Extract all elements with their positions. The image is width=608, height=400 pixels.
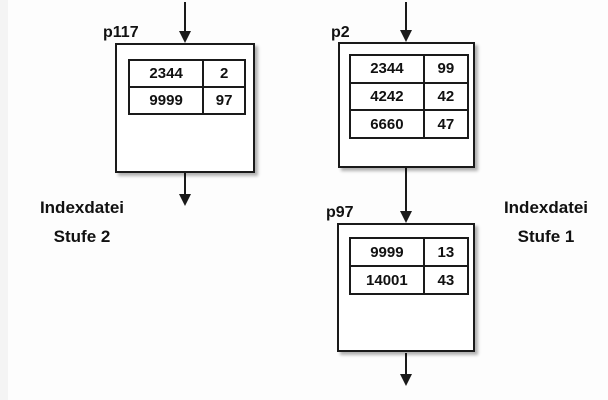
node-table-p117: 2344 2 9999 97 <box>127 59 246 115</box>
arrow-out-of-p97 <box>400 353 412 386</box>
level-label-line2: Stufe 2 <box>53 227 111 246</box>
arrow-line <box>184 2 186 33</box>
node-box-p97: 9999 13 14001 43 <box>337 223 475 352</box>
table-row: 2344 99 <box>349 54 470 84</box>
node-label-p97: p97 <box>326 204 354 221</box>
arrow-p2-to-p97 <box>400 168 412 223</box>
pointer-cell: 47 <box>422 109 470 139</box>
level-label-stufe-2: Indexdatei Stufe 2 <box>2 193 162 251</box>
key-cell: 4242 <box>349 81 425 112</box>
arrow-line <box>405 2 407 32</box>
pointer-cell: 2 <box>202 59 246 88</box>
table-row: 6660 47 <box>349 109 470 139</box>
table-row: 4242 42 <box>349 81 470 112</box>
key-cell: 2344 <box>127 59 205 88</box>
arrow-head-icon <box>179 31 191 43</box>
arrow-into-p2 <box>400 2 412 42</box>
arrow-out-of-p117 <box>179 173 191 206</box>
page-edge-strip <box>0 0 8 400</box>
table-row: 9999 13 <box>349 237 470 267</box>
key-cell: 9999 <box>127 86 205 115</box>
node-box-p117: 2344 2 9999 97 <box>115 43 255 173</box>
node-table-p97: 9999 13 14001 43 <box>349 237 470 295</box>
node-label-p117: p117 <box>103 24 139 41</box>
arrow-head-icon <box>400 30 412 42</box>
level-label-stufe-1: Indexdatei Stufe 1 <box>466 193 608 251</box>
arrow-line <box>405 168 407 213</box>
pointer-cell: 43 <box>422 265 470 295</box>
key-cell: 9999 <box>349 237 425 267</box>
table-row: 2344 2 <box>127 59 246 88</box>
table-row: 14001 43 <box>349 265 470 295</box>
level-label-line1: Indexdatei <box>503 198 589 217</box>
arrow-line <box>405 353 407 376</box>
arrow-head-icon <box>179 194 191 206</box>
node-label-p2: p2 <box>331 24 350 41</box>
pointer-cell: 42 <box>422 81 470 112</box>
level-label-line2: Stufe 1 <box>517 227 575 246</box>
arrow-into-p117 <box>179 2 191 43</box>
level-label-line1: Indexdatei <box>39 198 125 217</box>
node-table-p2: 2344 99 4242 42 6660 47 <box>349 54 470 139</box>
pointer-cell: 97 <box>202 86 246 115</box>
table-row: 9999 97 <box>127 86 246 115</box>
arrow-line <box>184 173 186 196</box>
arrow-head-icon <box>400 374 412 386</box>
arrow-head-icon <box>400 211 412 223</box>
key-cell: 14001 <box>349 265 425 295</box>
key-cell: 6660 <box>349 109 425 139</box>
pointer-cell: 99 <box>422 54 470 84</box>
pointer-cell: 13 <box>422 237 470 267</box>
node-box-p2: 2344 99 4242 42 6660 47 <box>338 42 475 168</box>
key-cell: 2344 <box>349 54 425 84</box>
